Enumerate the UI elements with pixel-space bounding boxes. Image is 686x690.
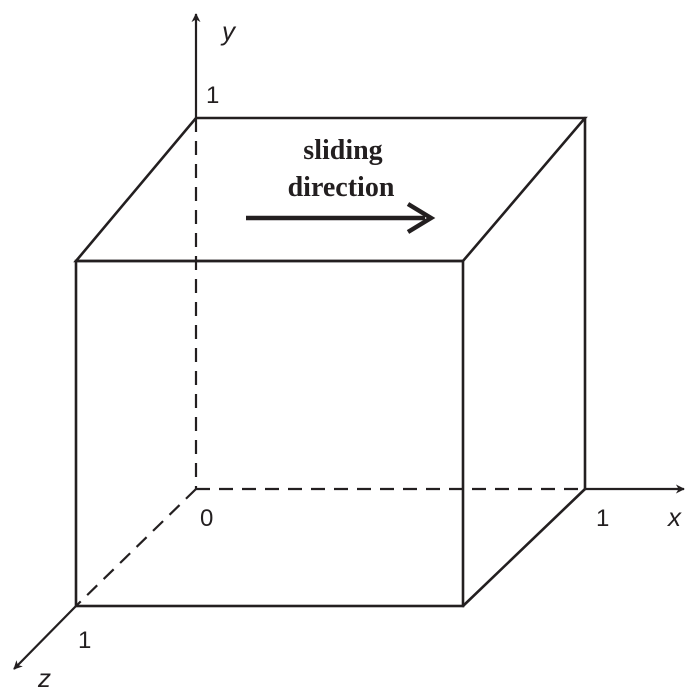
cube-front-face xyxy=(74,259,465,608)
x-axis-name: x xyxy=(666,502,682,532)
y-tick-1: 1 xyxy=(206,82,219,109)
z-axis-name: z xyxy=(37,663,51,690)
axes-group xyxy=(13,13,685,670)
origin-label: 0 xyxy=(200,505,213,532)
cube-bottom-right-edge xyxy=(461,487,587,608)
cube-edges xyxy=(73,116,588,608)
annotation-line-1: sliding xyxy=(303,135,382,166)
z-tick-1: 1 xyxy=(78,627,91,654)
z-axis-hidden-line xyxy=(75,488,197,607)
sliding-direction-annotation: sliding direction xyxy=(246,135,436,234)
y-axis-name: y xyxy=(220,16,237,46)
annotation-line-2: direction xyxy=(288,172,395,203)
sliding-direction-arrowhead xyxy=(406,202,436,234)
z-axis-line xyxy=(13,605,77,670)
x-tick-1: 1 xyxy=(596,505,609,532)
